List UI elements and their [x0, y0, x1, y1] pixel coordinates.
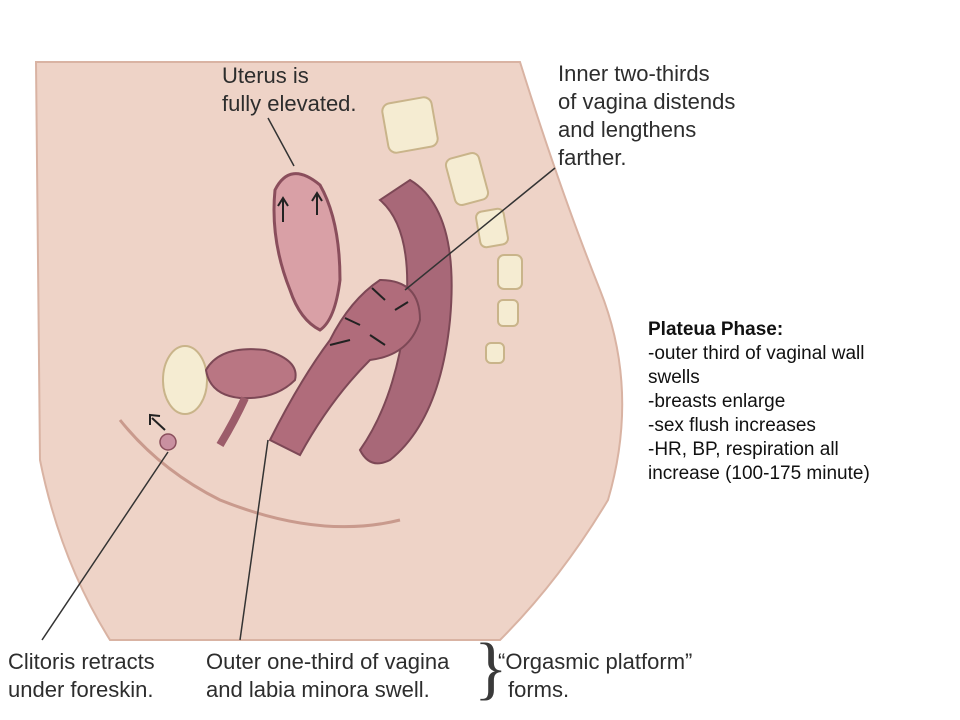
note-line: -HR, BP, respiration all — [648, 439, 839, 460]
clitoris-label-line: Clitoris retracts — [8, 649, 155, 674]
outer-vagina-label: Outer one-third of vagina and labia mino… — [206, 648, 449, 704]
uterus — [272, 172, 342, 332]
inner-vagina-label-line: Inner two-thirds — [558, 61, 710, 86]
brace-symbol: } — [474, 630, 508, 707]
inner-vagina-label: Inner two-thirds of vagina distends and … — [558, 60, 735, 172]
orgasmic-platform-label-line: forms. — [508, 677, 570, 702]
orgasmic-platform-label: “Orgasmic platform” forms. — [498, 648, 692, 704]
orgasmic-platform-label-line: “Orgasmic platform” — [498, 649, 693, 674]
clitoris-label-line: under foreskin. — [8, 677, 154, 702]
uterus-label-line: Uterus is — [222, 63, 309, 88]
spine-bones — [162, 96, 523, 415]
outer-vagina-label-line: Outer one-third of vagina — [206, 649, 450, 674]
inner-vagina-label-line: and lengthens — [558, 117, 697, 142]
note-title: Plateua Phase: — [648, 319, 784, 340]
note-line: -sex flush increases — [648, 415, 816, 436]
clitoris-label: Clitoris retracts under foreskin. — [8, 648, 155, 704]
uterus-label: Uterus is fully elevated. — [222, 62, 357, 118]
vagina — [268, 278, 422, 457]
note-line: increase (100-175 minute) — [648, 463, 870, 484]
plateau-phase-note: Plateua Phase: -outer third of vaginal w… — [648, 318, 948, 486]
outer-vagina-label-line: and labia minora swell. — [206, 677, 430, 702]
urethra — [216, 396, 249, 448]
inner-vagina-label-line: of vagina distends — [558, 89, 736, 114]
movement-arrows — [149, 191, 409, 431]
uterus-label-line: fully elevated. — [222, 91, 357, 116]
inner-vagina-label-line: farther. — [558, 145, 627, 170]
note-line: -breasts enlarge — [648, 391, 786, 412]
skin-edge — [118, 419, 401, 529]
note-line: swells — [648, 367, 700, 388]
clitoris — [159, 433, 177, 451]
bladder — [204, 348, 297, 400]
note-line: -outer third of vaginal wall — [648, 343, 865, 364]
leader-lines — [41, 117, 556, 641]
